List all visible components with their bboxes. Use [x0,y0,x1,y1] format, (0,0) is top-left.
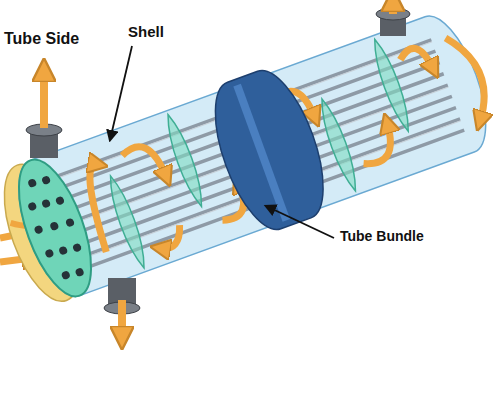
tube-hole [27,178,37,188]
part-label: Tube Bundle [340,229,424,244]
nozzle [26,124,62,158]
tube-hole [44,248,54,258]
flow-arrow [118,300,126,338]
tube-hole [74,267,84,277]
tube-highlights [45,42,461,262]
nozzles [26,8,410,314]
baffle [104,173,151,270]
support-band [199,61,339,239]
tube-hole [55,196,65,206]
tube-hole [41,198,51,208]
flow-arrow [155,225,186,251]
leader-arrow [110,46,132,140]
tube-holes [18,170,93,285]
flow-arrow [353,123,398,167]
flow-arrow [121,141,166,189]
tube-hole [41,175,51,185]
flow-arrow [40,70,48,128]
nozzle-flow [44,0,393,338]
band-highlight [233,84,290,222]
tube-hole [58,245,68,255]
flow-arrow [389,0,397,14]
shell-body [4,7,495,305]
tube-hole [72,243,82,253]
baffle [161,112,208,209]
flow-arrow [398,44,433,79]
tube-sheet [4,151,106,305]
part-label: Shell [128,24,164,41]
baffles [91,37,429,271]
leader-arrow [266,206,334,238]
exchanger-body [0,0,495,316]
part-label: Tube Side [4,30,79,48]
flow-arrow [446,31,495,122]
tube-hole [27,201,37,211]
tube-hole [33,225,43,235]
tube-hole [49,221,59,231]
tube-bundle [44,40,464,271]
leader-lines [110,46,334,238]
shell-flow [76,42,460,269]
tube-hole [65,217,75,227]
tube-hole [61,270,71,280]
